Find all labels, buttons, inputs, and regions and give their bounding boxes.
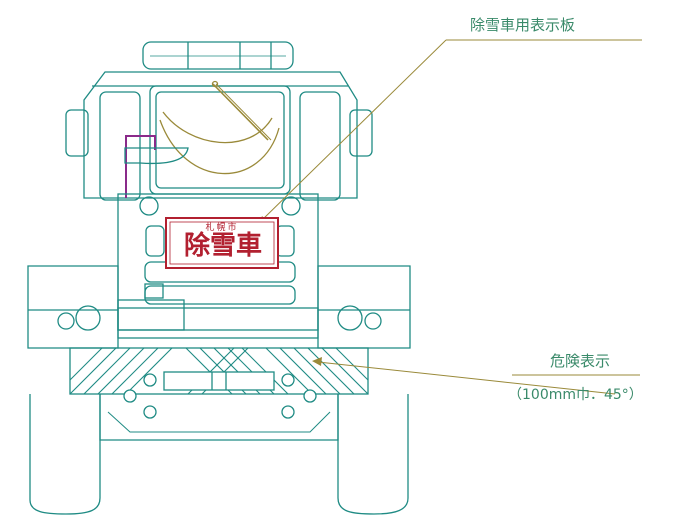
sign-callout-label: 除雪車用表示板 (470, 16, 576, 34)
hazard-bumper (69, 347, 369, 419)
windshield (149, 80, 291, 195)
roof-light-bar (142, 41, 294, 70)
fenders (27, 265, 411, 349)
headlights (57, 305, 382, 331)
hazard-detail-label: （100mm巾．45°） (508, 387, 643, 403)
sign-city-label: 札幌市 (205, 223, 239, 233)
tires (29, 394, 409, 515)
hazard-callout-label: 危険表示 (550, 352, 611, 370)
front-mirror (124, 147, 189, 165)
snowplow-sign (165, 217, 279, 269)
sign-title: 除雪車 (183, 231, 262, 261)
mirror-bracket (125, 135, 156, 198)
leader-lines (258, 39, 642, 395)
side-mirrors (65, 109, 373, 157)
